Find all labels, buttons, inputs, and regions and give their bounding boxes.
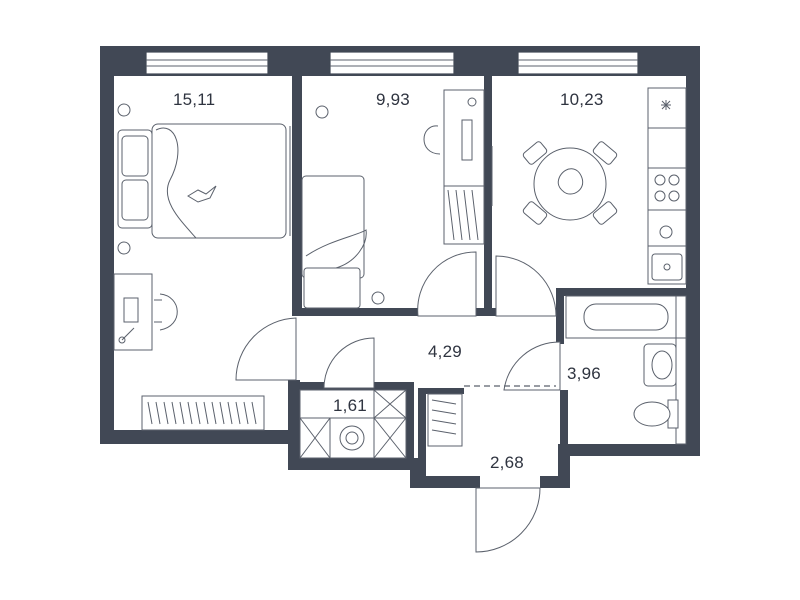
workstation-icon	[423, 89, 485, 187]
sofa-icon	[301, 175, 367, 309]
area-label-kitchen: 10,23	[560, 90, 604, 109]
windows	[145, 51, 639, 75]
washing-machine-icon	[299, 389, 407, 459]
toilet-icon	[633, 399, 679, 429]
walls	[100, 46, 700, 488]
stove-icon	[647, 87, 687, 285]
washbasin-icon	[643, 337, 687, 445]
plant-icon	[117, 103, 385, 305]
area-label-entry: 2,68	[490, 453, 524, 472]
dining-table-icon	[522, 141, 618, 225]
doors	[235, 251, 561, 553]
desk-icon	[113, 273, 153, 351]
area-label-bedroom: 15,11	[173, 90, 216, 109]
bed-icon	[117, 123, 287, 239]
area-label-storage: 1,61	[333, 396, 367, 415]
bathtub-icon	[565, 295, 687, 339]
sink-icon	[651, 253, 683, 281]
wardrobe-icon	[427, 185, 485, 447]
area-label-hall: 4,29	[428, 342, 462, 361]
chair-icon	[154, 293, 178, 331]
area-label-room2: 9,93	[376, 90, 410, 109]
area-label-bathroom: 3,96	[567, 364, 601, 383]
radiator-icon	[141, 395, 265, 431]
